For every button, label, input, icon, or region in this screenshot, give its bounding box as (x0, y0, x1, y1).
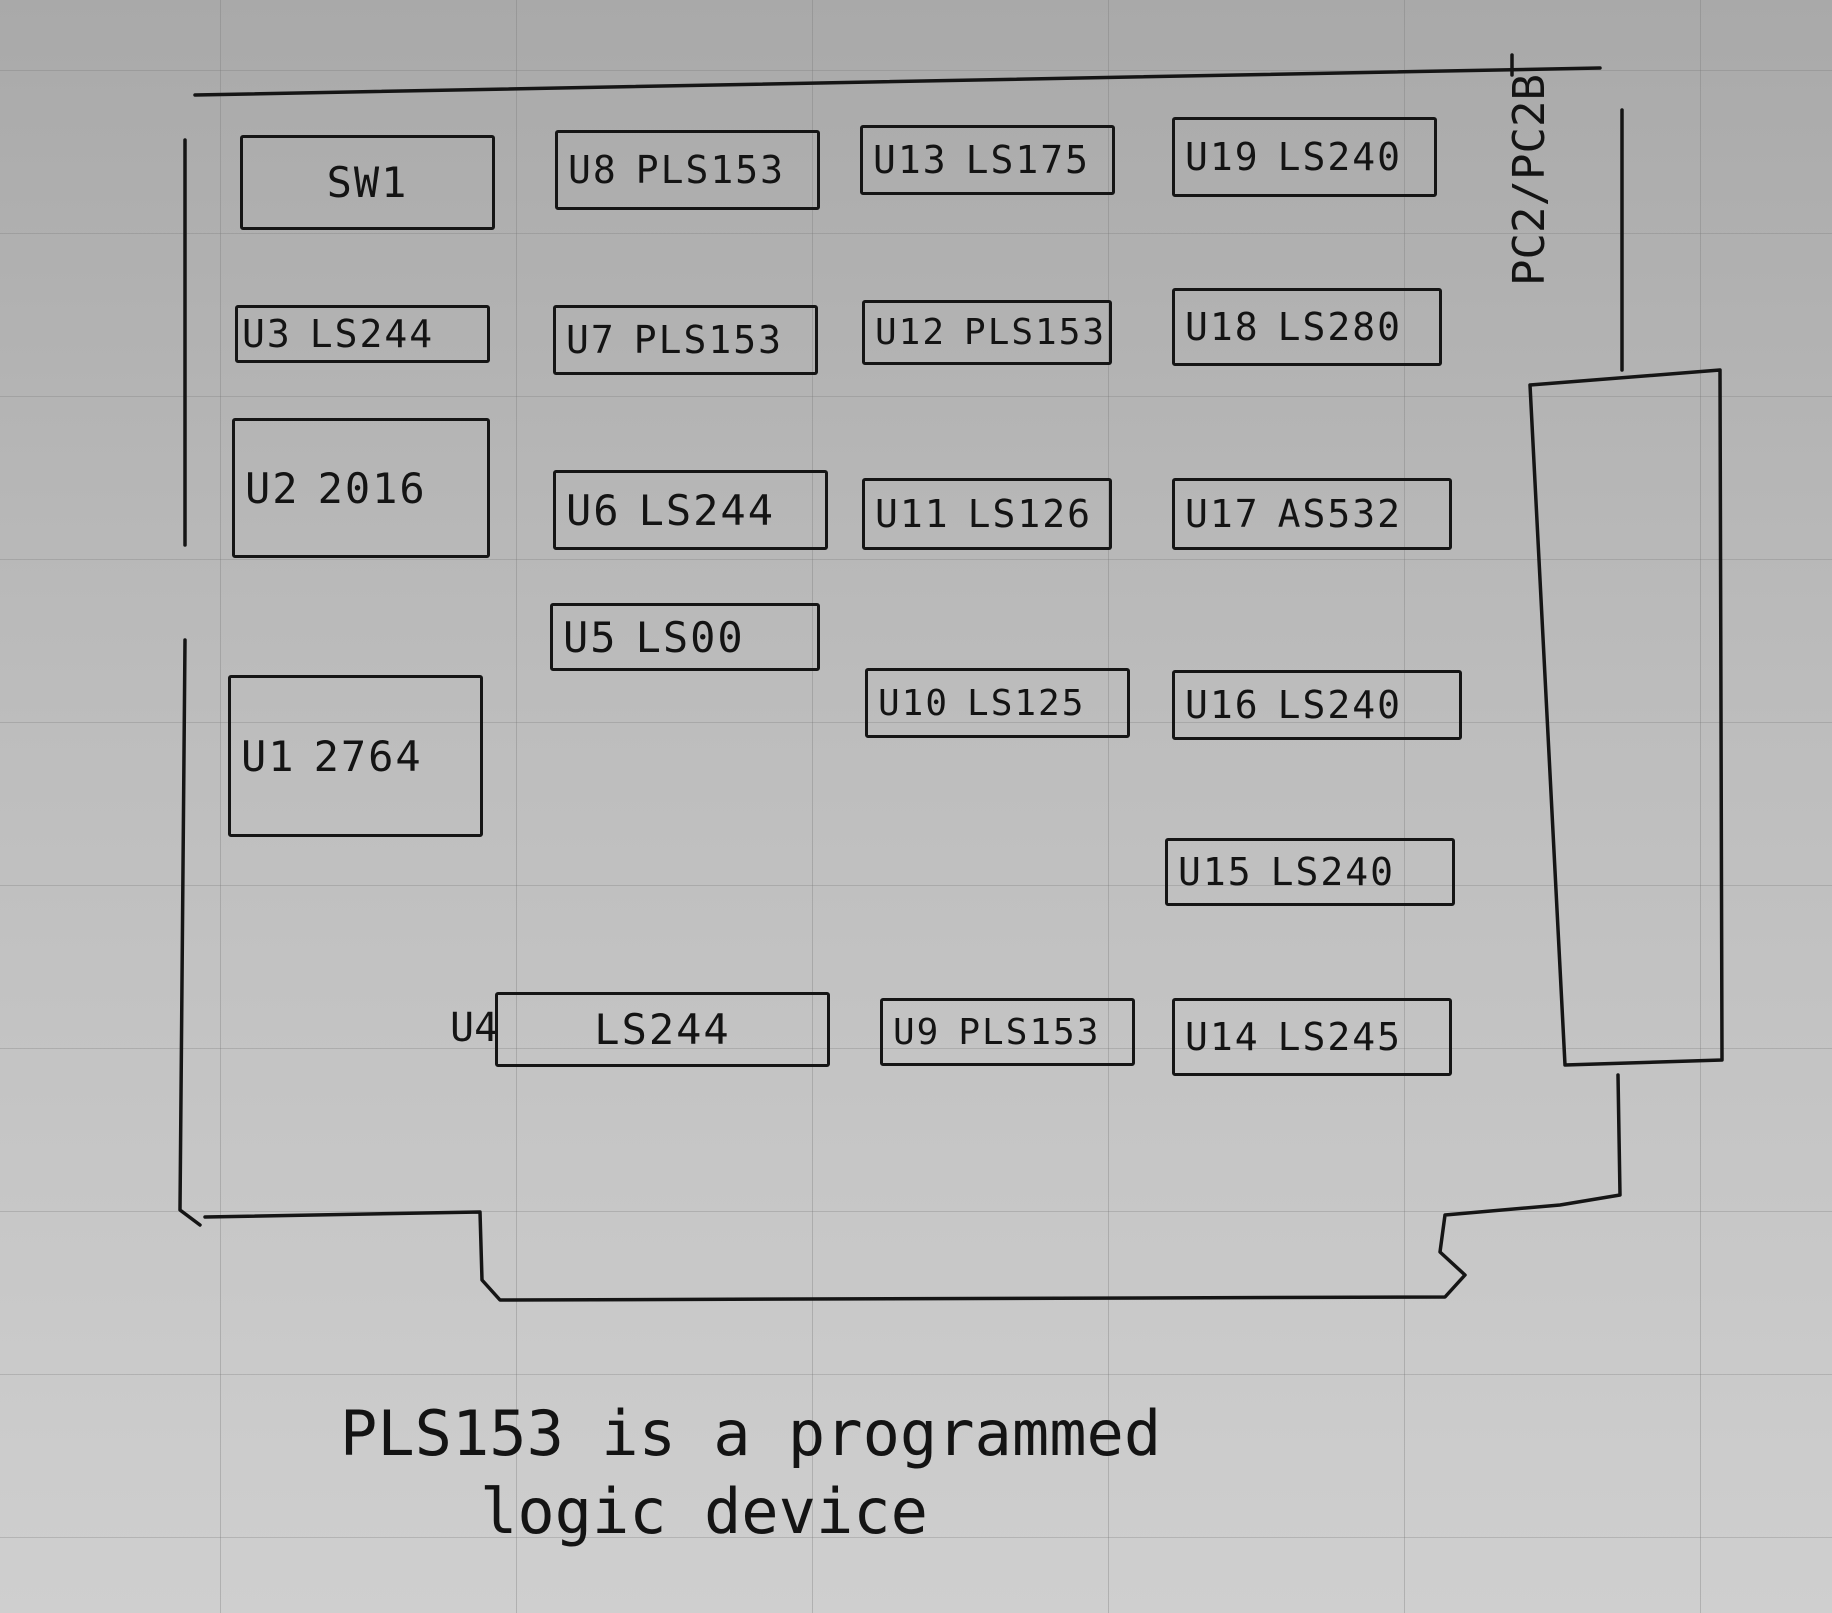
chip-u9-ref: U9 (893, 1011, 941, 1053)
chip-u3-ref: U3 (242, 312, 292, 356)
chip-u7-part: PLS153 (633, 318, 784, 362)
chip-u1-ref: U1 (241, 731, 296, 781)
chip-u5-ref: U5 (563, 612, 618, 662)
footnote-line-2: logic device (480, 1475, 928, 1548)
footnote-line-1: PLS153 is a programmed (340, 1397, 1162, 1470)
chip-u7: U7 PLS153 (553, 305, 818, 375)
chip-u10-part: LS125 (967, 682, 1086, 724)
chip-u1-part: 2764 (313, 731, 423, 781)
chip-u18: U18 LS280 (1172, 288, 1442, 366)
chip-u8-ref: U8 (568, 148, 618, 192)
chip-u6-ref: U6 (566, 485, 621, 535)
chip-u15-ref: U15 (1178, 850, 1253, 894)
chip-u10: U10 LS125 (865, 668, 1130, 738)
chip-u19-ref: U19 (1185, 135, 1260, 179)
chip-u13: U13 LS175 (860, 125, 1115, 195)
chip-u18-part: LS280 (1277, 305, 1403, 349)
chip-u19: U19 LS240 (1172, 117, 1437, 197)
chip-u2-ref: U2 (245, 463, 300, 513)
chip-u2: U2 2016 (232, 418, 490, 558)
chip-u7-ref: U7 (566, 318, 616, 362)
chip-u2-part: 2016 (317, 463, 427, 513)
chip-u17: U17 AS532 (1172, 478, 1452, 550)
chip-u4-ref: U4 (450, 1005, 499, 1051)
chip-u11-part: LS126 (967, 492, 1093, 536)
chip-u16-ref: U16 (1185, 683, 1260, 727)
chip-u9-part: PLS153 (958, 1011, 1101, 1053)
chip-u15-part: LS240 (1270, 850, 1396, 894)
chip-u12-ref: U12 (875, 312, 947, 353)
edge-connector (1528, 368, 1724, 1067)
chip-u14-part: LS245 (1277, 1015, 1403, 1059)
chip-sw1: SW1 (240, 135, 495, 230)
chip-u13-ref: U13 (873, 138, 948, 182)
chip-u14: U14 LS245 (1172, 998, 1452, 1076)
chip-u16: U16 LS240 (1172, 670, 1462, 740)
chip-u3: U3 LS244 (235, 305, 490, 363)
chip-u10-ref: U10 (878, 682, 950, 724)
chip-u15: U15 LS240 (1165, 838, 1455, 906)
chip-u16-part: LS240 (1277, 683, 1403, 727)
chip-u13-part: LS175 (965, 138, 1091, 182)
chip-u12-part: PLS153 (964, 312, 1107, 353)
footnote: PLS153 is a programmed logic device (340, 1395, 1240, 1551)
chip-u6: U6 LS244 (553, 470, 828, 550)
chip-u17-part: AS532 (1277, 492, 1403, 536)
chip-u18-ref: U18 (1185, 305, 1260, 349)
chip-u17-ref: U17 (1185, 492, 1260, 536)
chip-u6-part: LS244 (638, 485, 776, 535)
chip-u12: U12 PLS153 (862, 300, 1112, 365)
chip-u11-ref: U11 (875, 492, 950, 536)
chip-u11: U11 LS126 (862, 478, 1112, 550)
board-bottom-edge (203, 1073, 1622, 1302)
chip-u4: LS244 (495, 992, 830, 1067)
chip-sw1-label: SW1 (326, 158, 409, 207)
board-left-edge-lower (178, 638, 202, 1227)
connector-label: PC2/PC2B (1504, 74, 1555, 286)
chip-u8-part: PLS153 (635, 148, 786, 192)
chip-u9: U9 PLS153 (880, 998, 1135, 1066)
chip-u4-ref-label: U4 (450, 1005, 498, 1051)
chip-u4-part: LS244 (594, 1005, 731, 1054)
chip-u3-part: LS244 (309, 312, 435, 356)
chip-u5: U5 LS00 (550, 603, 820, 671)
chip-u1: U1 2764 (228, 675, 483, 837)
board-top-edge (193, 66, 1602, 97)
chip-u5-part: LS00 (635, 612, 745, 662)
chip-u8: U8 PLS153 (555, 130, 820, 210)
chip-u14-ref: U14 (1185, 1015, 1260, 1059)
chip-u19-part: LS240 (1277, 135, 1403, 179)
